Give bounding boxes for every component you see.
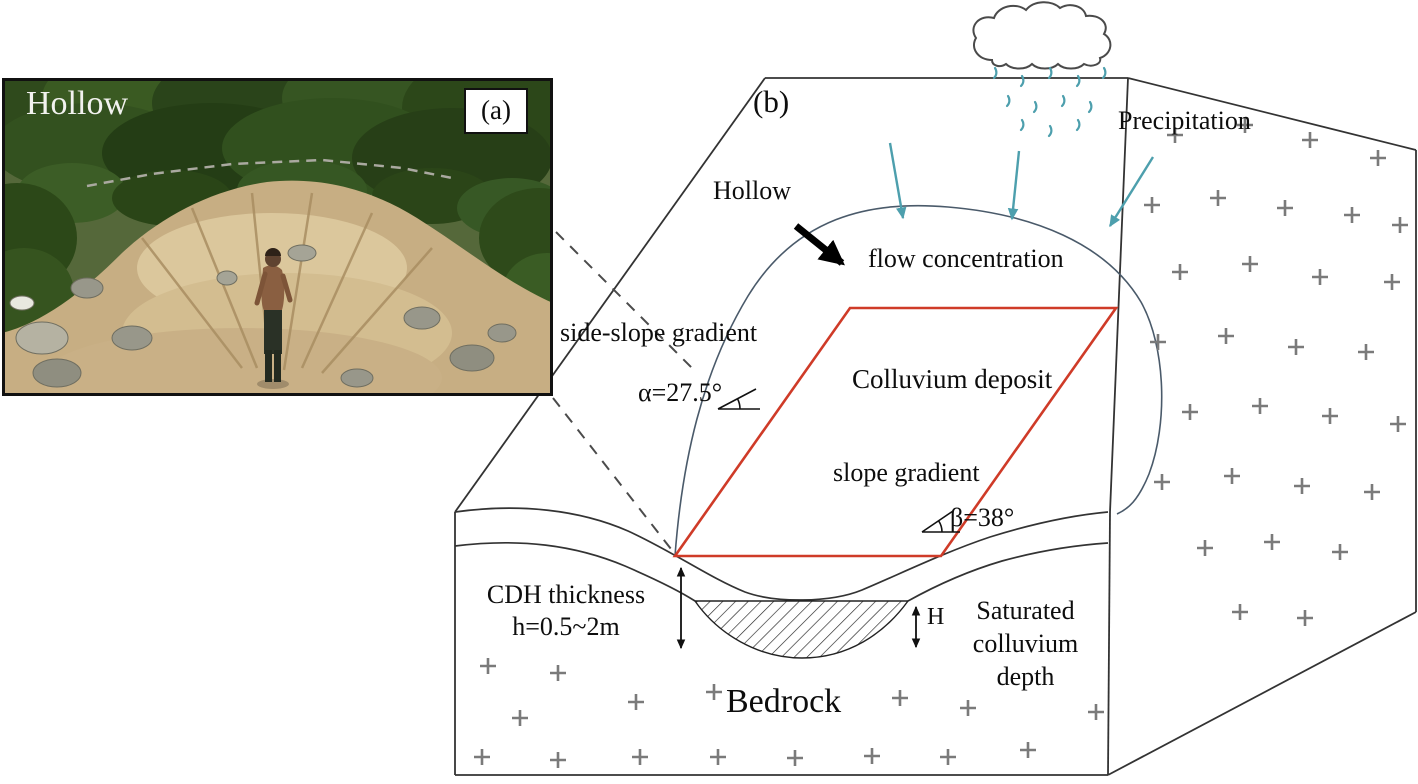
saturated-colluvium-depth-label: Saturated colluvium depth xyxy=(943,594,1108,693)
colluvium-deposit-outline xyxy=(672,306,1119,558)
precipitation-arrow xyxy=(1108,156,1155,228)
person xyxy=(254,248,293,389)
block-right-face-top-edge xyxy=(1127,77,1417,151)
bedrock-block-edges xyxy=(454,77,1417,776)
bedrock-label: Bedrock xyxy=(726,683,842,720)
cdh-thickness-value: h=0.5~2m xyxy=(512,612,620,641)
flow-concentration-label: flow concentration xyxy=(868,244,1064,273)
beta-angle-icon xyxy=(921,510,960,533)
slope-gradient-label: slope gradient xyxy=(833,458,980,487)
saturated-colluvium-lens xyxy=(693,600,910,659)
slope-gradient-value: β=38° xyxy=(950,503,1015,532)
hollow-rim-dashes xyxy=(86,158,453,188)
block-top-right-divider-edge xyxy=(1109,77,1129,513)
panel-b-label: (b) xyxy=(753,84,790,119)
precipitation-arrow xyxy=(1007,150,1021,221)
block-right-face-bottom-edge xyxy=(1107,611,1417,776)
colluvium-deposit-label: Colluvium deposit xyxy=(852,364,1053,394)
block-left-slope-edge xyxy=(454,77,766,513)
bedrock-top-line-right xyxy=(907,542,1109,602)
cdh-thickness-label: CDH thickness xyxy=(486,580,646,609)
precipitation-arrow xyxy=(888,142,907,220)
hollow-label: Hollow xyxy=(713,176,791,205)
rocks xyxy=(9,244,517,388)
saturated-line-2: colluvium xyxy=(972,629,1079,658)
raindrop-icons xyxy=(992,66,1107,138)
saturated-line-1: Saturated xyxy=(976,596,1075,625)
ground-surface-line xyxy=(454,507,1109,601)
photo-connector-dashes xyxy=(552,231,697,550)
precipitation-label: Precipitation xyxy=(1118,106,1251,135)
photo-hollow-label: Hollow xyxy=(26,85,128,122)
cloud-icon xyxy=(972,1,1112,70)
block-front-right-edge xyxy=(1107,511,1111,776)
alpha-angle-icon xyxy=(717,388,760,410)
saturated-depth-symbol: H xyxy=(927,604,945,630)
precipitation-arrows xyxy=(888,142,1155,228)
hollow-pointer-arrow xyxy=(793,223,845,266)
panel-a-label: (a) xyxy=(464,88,528,134)
cross-section-lines xyxy=(454,507,1109,602)
side-slope-gradient-label: side-slope gradient xyxy=(560,318,758,347)
hollow-outline xyxy=(674,204,1163,557)
side-slope-gradient-value: α=27.5° xyxy=(638,378,723,407)
photo-frame xyxy=(2,78,553,396)
bedrock-top-line-left xyxy=(454,541,696,602)
saturated-line-3: depth xyxy=(996,662,1055,691)
bedrock-plus-symbols-right xyxy=(1142,115,1410,628)
